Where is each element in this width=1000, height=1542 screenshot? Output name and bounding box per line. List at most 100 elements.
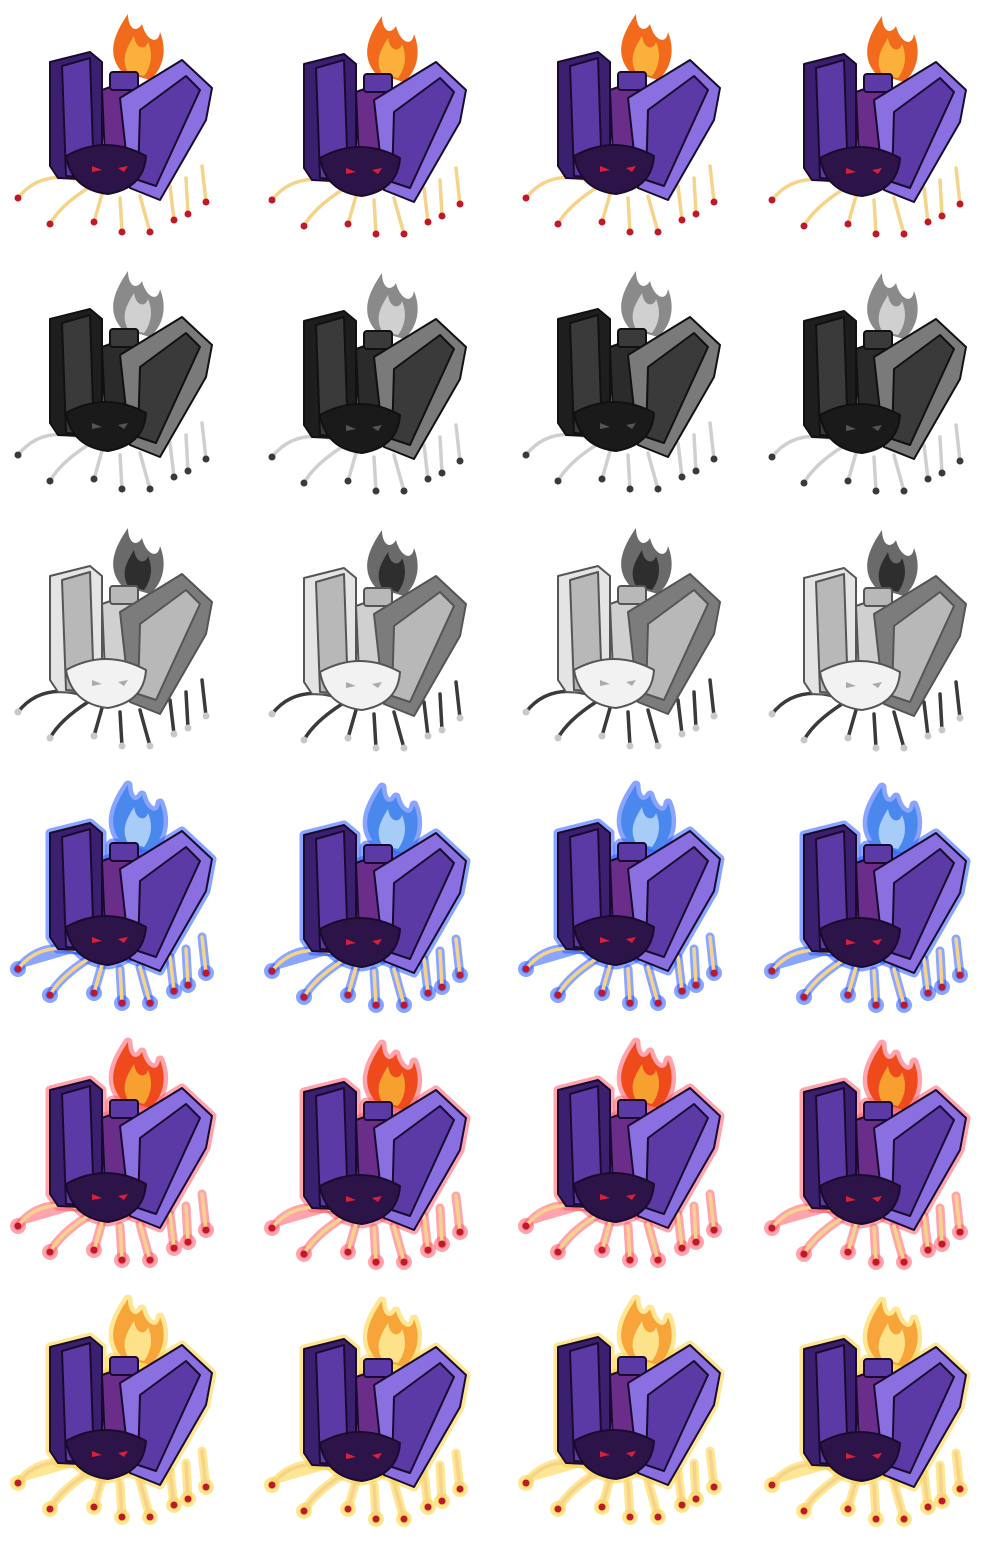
sprite-art xyxy=(14,785,213,1007)
legs xyxy=(522,935,718,1007)
matchbox-spider-sprite xyxy=(268,273,467,495)
flame-icon xyxy=(621,1299,672,1365)
flame-icon xyxy=(367,16,418,82)
sprite-frame xyxy=(750,771,1000,1028)
legs xyxy=(768,937,964,1009)
flame-icon xyxy=(113,14,164,80)
legs xyxy=(522,421,718,493)
flame-icon xyxy=(367,1301,418,1367)
sprite-art xyxy=(14,14,213,236)
sprite-frame xyxy=(500,257,750,514)
sprite-art xyxy=(522,1042,721,1264)
flame-icon xyxy=(113,528,164,594)
matchbox-spider-sprite xyxy=(10,1294,217,1525)
flame-icon xyxy=(621,271,672,337)
matchbox-spider-sprite xyxy=(768,530,967,752)
flame-icon xyxy=(621,14,672,80)
matchbox-spider-sprite xyxy=(518,780,725,1011)
flame-icon xyxy=(621,528,672,594)
matchbox-spider-sprite xyxy=(764,1039,971,1270)
sprite-art xyxy=(268,273,467,495)
flame-icon xyxy=(113,271,164,337)
flame-icon xyxy=(367,273,418,339)
matchbox-spider-sprite xyxy=(764,782,971,1013)
sprite-frame xyxy=(0,1285,250,1542)
sprite-art xyxy=(14,271,213,493)
sprite-art xyxy=(14,528,213,750)
sprite-art xyxy=(768,1301,967,1523)
flame-icon xyxy=(367,1044,418,1110)
flame-icon xyxy=(113,1042,164,1108)
flame-icon xyxy=(867,1044,918,1110)
sprite-frame xyxy=(0,257,250,514)
sprite-frame xyxy=(0,514,250,771)
flame-icon xyxy=(621,785,672,851)
sprite-frame xyxy=(250,0,500,257)
sprite-art xyxy=(522,14,721,236)
sprite-art xyxy=(522,528,721,750)
sprite-frame xyxy=(500,1285,750,1542)
matchbox-spider-sprite xyxy=(10,1037,217,1268)
sprite-frame xyxy=(500,1028,750,1285)
matchbox-spider-sprite xyxy=(264,782,471,1013)
matchbox-spider-sprite xyxy=(768,16,967,238)
matchbox-spider-sprite xyxy=(768,273,967,495)
sprite-frame xyxy=(250,771,500,1028)
sprite-art xyxy=(522,1299,721,1521)
legs xyxy=(14,935,210,1007)
sprite-art xyxy=(268,530,467,752)
sprite-frame xyxy=(250,514,500,771)
matchbox-spider-sprite xyxy=(268,530,467,752)
sprite-frame xyxy=(500,0,750,257)
sprite-art xyxy=(768,273,967,495)
sprite-art xyxy=(768,787,967,1009)
legs xyxy=(522,1449,718,1521)
sprite-art xyxy=(14,1042,213,1264)
matchbox-spider-sprite xyxy=(764,1296,971,1527)
sprite-art xyxy=(522,271,721,493)
legs xyxy=(268,1451,464,1523)
matchbox-spider-sprite xyxy=(264,1039,471,1270)
sprite-art xyxy=(268,1044,467,1266)
flame-icon xyxy=(867,16,918,82)
sprite-art xyxy=(268,1301,467,1523)
flame-icon xyxy=(367,787,418,853)
matchbox-spider-sprite xyxy=(522,14,721,236)
legs xyxy=(268,1194,464,1266)
sprite-frame xyxy=(0,771,250,1028)
sprite-frame xyxy=(250,257,500,514)
sprite-art xyxy=(522,785,721,1007)
matchbox-spider-sprite xyxy=(522,271,721,493)
flame-icon xyxy=(113,1299,164,1365)
legs xyxy=(14,164,210,236)
sprite-frame xyxy=(0,1028,250,1285)
legs xyxy=(14,421,210,493)
sprite-frame xyxy=(750,1028,1000,1285)
flame-icon xyxy=(867,530,918,596)
legs xyxy=(768,1451,964,1523)
matchbox-spider-sprite xyxy=(14,528,213,750)
matchbox-spider-sprite xyxy=(14,14,213,236)
flame-icon xyxy=(867,787,918,853)
legs xyxy=(14,1449,210,1521)
flame-icon xyxy=(113,785,164,851)
sprite-frame xyxy=(0,0,250,257)
flame-icon xyxy=(867,1301,918,1367)
sprite-art xyxy=(268,16,467,238)
sprite-frame xyxy=(250,1028,500,1285)
flame-icon xyxy=(621,1042,672,1108)
sprite-art xyxy=(268,787,467,1009)
sprite-art xyxy=(768,530,967,752)
legs xyxy=(268,937,464,1009)
matchbox-spider-sprite xyxy=(522,528,721,750)
sprite-frame xyxy=(500,771,750,1028)
sprite-frame xyxy=(750,1285,1000,1542)
sprite-frame xyxy=(750,0,1000,257)
matchbox-spider-sprite xyxy=(518,1294,725,1525)
matchbox-spider-sprite xyxy=(268,16,467,238)
flame-icon xyxy=(867,273,918,339)
sprite-art xyxy=(768,1044,967,1266)
sprite-frame xyxy=(250,1285,500,1542)
legs xyxy=(768,680,964,752)
